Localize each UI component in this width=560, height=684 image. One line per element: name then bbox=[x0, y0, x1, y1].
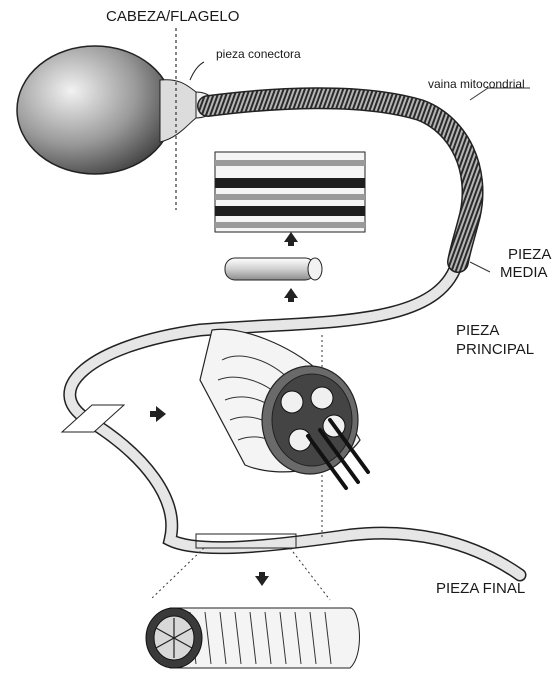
up-arrow-1 bbox=[284, 232, 298, 246]
label-principal-piece-line1: PIEZA bbox=[456, 322, 499, 339]
up-arrow-2 bbox=[284, 288, 298, 302]
sheath-layers-detail bbox=[215, 152, 365, 232]
label-end-piece: PIEZA FINAL bbox=[436, 580, 525, 597]
label-mitochondrial-sheath: vaina mitocondrial bbox=[428, 78, 525, 92]
sperm-head bbox=[17, 46, 196, 174]
end-piece-cross-section bbox=[146, 608, 359, 668]
label-middle-piece-line2: MEDIA bbox=[500, 264, 548, 281]
right-arrow bbox=[150, 406, 166, 422]
label-connecting-piece: pieza conectora bbox=[216, 48, 301, 62]
down-arrow bbox=[255, 572, 269, 586]
principal-piece-cross-section bbox=[200, 329, 368, 488]
label-middle-piece-line1: PIEZA bbox=[508, 246, 551, 263]
label-principal-piece-line2: PRINCIPAL bbox=[456, 341, 534, 358]
label-head-flagellum: CABEZA/FLAGELO bbox=[106, 8, 239, 25]
cylinder-segment bbox=[225, 258, 322, 280]
